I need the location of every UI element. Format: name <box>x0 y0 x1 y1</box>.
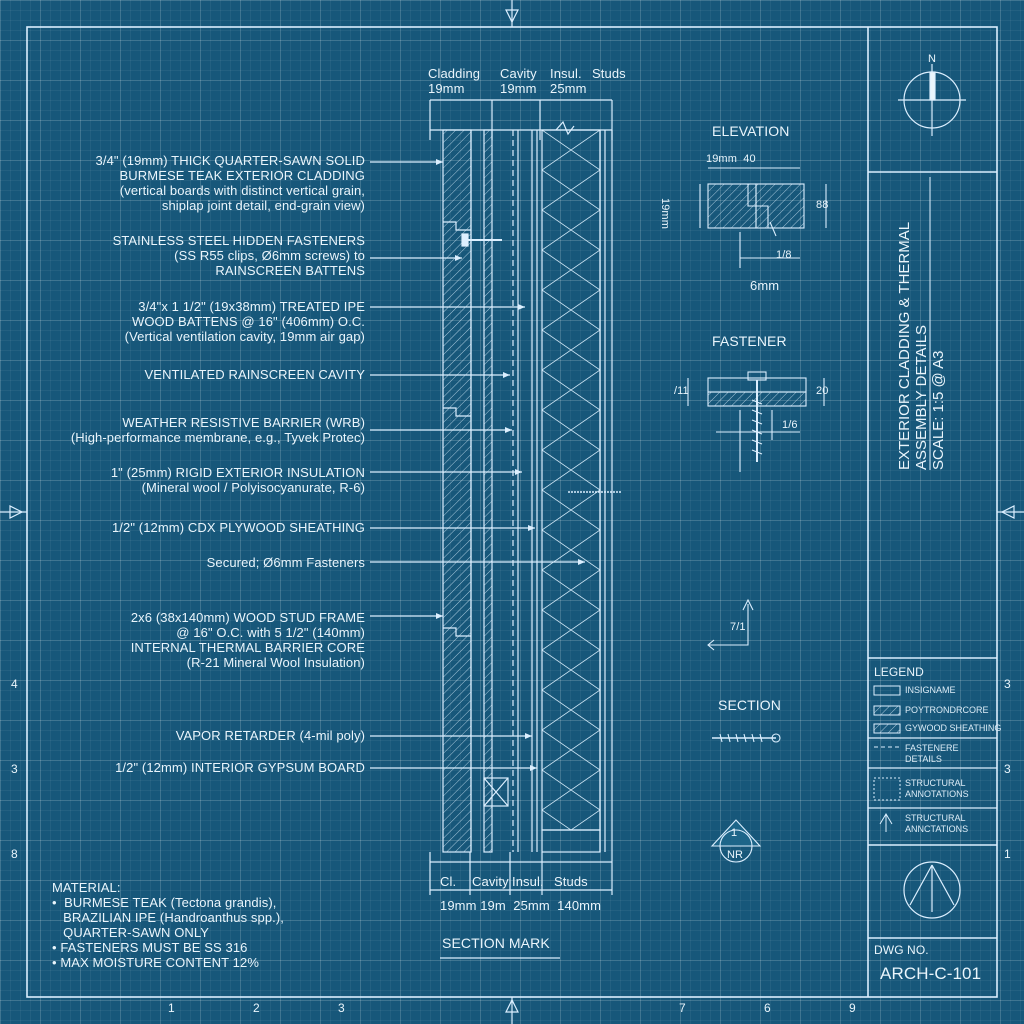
annotation-secured: Secured; Ø6mm Fasteners <box>206 555 365 570</box>
grid-ref-bottom: 3 <box>338 1001 345 1015</box>
title-line-1: EXTERIOR CLADDING & THERMAL <box>896 221 913 470</box>
grid-ref-bottom: 6 <box>764 1001 771 1015</box>
grid-ref-bottom: 1 <box>168 1001 175 1015</box>
col-header-insulation: Insul. 25mm <box>550 66 587 96</box>
elevation-dim-note: 6mm <box>750 278 780 293</box>
annotation-cavity: VENTILATED RAINSCREEN CAVITY <box>144 367 365 382</box>
grid-ref-left: 8 <box>11 847 18 861</box>
fastener-dim-left: /11 <box>674 385 689 397</box>
annotation-fasteners: STAINLESS STEEL HIDDEN FASTENERS (SS R55… <box>112 233 365 278</box>
grid-ref-bottom: 7 <box>679 1001 686 1015</box>
section-title: SECTION <box>718 697 781 713</box>
dwg-no-label: DWG NO. <box>874 943 929 957</box>
title-line-2: ASSEMBLY DETAILS <box>913 324 930 470</box>
annotation-insulation: 1" (25mm) RIGID EXTERIOR INSULATION (Min… <box>110 465 365 495</box>
legend-title: LEGEND <box>874 665 924 679</box>
grid-ref-right: 1 <box>1004 847 1011 861</box>
legend-item: STRUCTURAL ANNOTATIONS <box>905 778 969 799</box>
elevation-dim-bottom: 1/8 <box>776 249 792 261</box>
legend-item: FASTENERE DETAILS <box>905 743 959 764</box>
grid-ref-bottom: 9 <box>849 1001 856 1015</box>
elevation-dim-right: 88 <box>816 199 829 211</box>
fastener-title: FASTENER <box>712 333 787 349</box>
grid-ref-bottom: 2 <box>253 1001 260 1015</box>
annotation-cladding: 3/4" (19mm) THICK QUARTER-SAWN SOLID BUR… <box>95 153 365 213</box>
title-line-3: SCALE: 1:5 @ A3 <box>930 350 947 470</box>
annotation-battens: 3/4"x 1 1/2" (19x38mm) TREATED IPE WOOD … <box>124 299 365 344</box>
section-marker-label: NR <box>727 849 744 861</box>
col-header-cavity: Cavity 19mm <box>500 66 537 96</box>
col-footer-cavity: Cavity <box>472 874 509 889</box>
col-footer-insulation: Insul. <box>512 874 544 889</box>
section-mark-label: SECTION MARK <box>442 935 550 951</box>
arrow-label: 7/1 <box>730 621 746 633</box>
col-footer-dimensions: 19mm 19m 25mm 140mm <box>440 898 602 913</box>
elevation-title: ELEVATION <box>712 123 790 139</box>
annotation-stud-frame: 2x6 (38x140mm) WOOD STUD FRAME @ 16" O.C… <box>130 610 365 670</box>
col-header-cladding: Cladding 19mm <box>428 66 481 96</box>
legend-item: STRUCTURAL ANNCTATIONS <box>905 813 969 834</box>
annotation-wrb: WEATHER RESISTIVE BARRIER (WRB) (High-pe… <box>70 415 365 445</box>
annotation-gypsum: 1/2" (12mm) INTERIOR GYPSUM BOARD <box>115 760 365 775</box>
annotation-sheathing: 1/2" (12mm) CDX PLYWOOD SHEATHING <box>111 520 365 535</box>
grid-ref-right: 3 <box>1004 762 1011 776</box>
title-block: EXTERIOR CLADDING & THERMAL ASSEMBLY DET… <box>896 140 947 470</box>
elevation-dim-left: 19mm <box>659 198 671 229</box>
legend-item: INSIGNAME <box>905 685 956 695</box>
fastener-dim-bottom: 1/6 <box>782 419 798 431</box>
grid-ref-left: 4 <box>11 677 18 691</box>
material-notes: MATERIAL: • BURMESE TEAK (Tectona grandi… <box>52 880 285 970</box>
grid-ref-right: 3 <box>1004 677 1011 691</box>
col-footer-studs: Studs <box>554 874 588 889</box>
section-marker-number: 1 <box>731 827 738 839</box>
legend-item: POYTRONDRCORE <box>905 705 989 715</box>
col-header-studs: Studs <box>592 66 626 81</box>
north-label: N <box>928 53 937 65</box>
col-footer-cladding: Cl. <box>440 874 457 889</box>
dwg-no-value: ARCH-C-101 <box>880 964 982 983</box>
legend-item: GYWOOD SHEATHING <box>905 723 1002 733</box>
elevation-dim-top: 19mm 40 <box>706 153 756 165</box>
fastener-dim-right: 20 <box>816 385 829 397</box>
annotation-vapor-retarder: VAPOR RETARDER (4-mil poly) <box>175 728 365 743</box>
grid-ref-left: 3 <box>11 762 18 776</box>
